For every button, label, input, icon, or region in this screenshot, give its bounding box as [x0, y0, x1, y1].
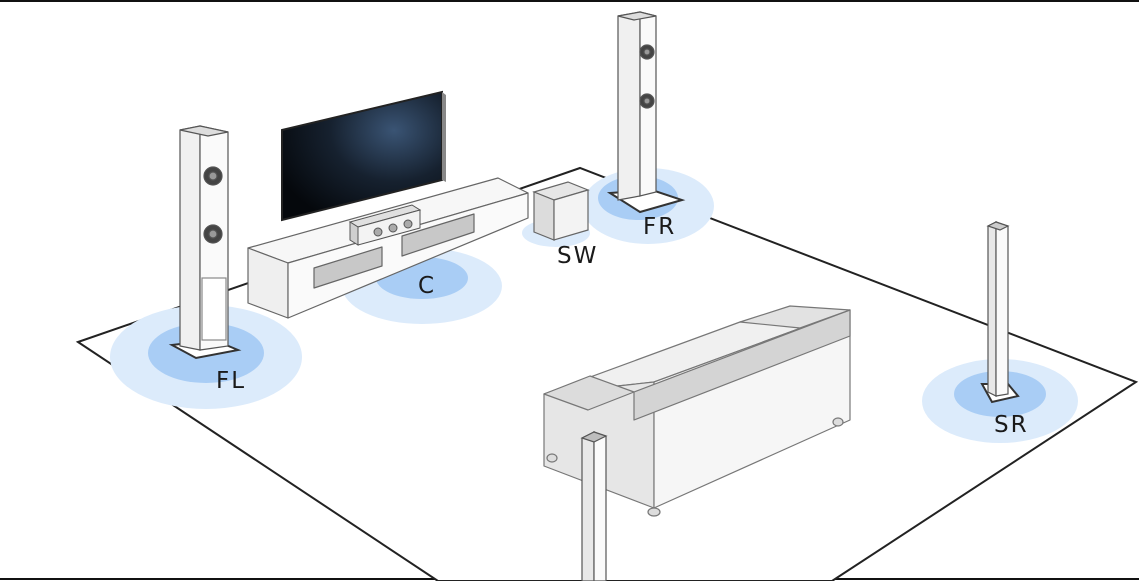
label-front-left: FL: [216, 368, 246, 394]
top-border: [0, 0, 1139, 2]
surround-left-speaker: [580, 431, 608, 581]
television: [281, 90, 446, 222]
center-speaker: [348, 204, 422, 246]
front-left-speaker: [168, 125, 242, 360]
subwoofer: [532, 181, 590, 241]
label-front-right: FR: [643, 214, 676, 240]
front-right-speaker: [606, 11, 686, 214]
sofa: [543, 305, 851, 517]
surround-right-speaker: [980, 221, 1020, 404]
label-subwoofer: SW: [557, 243, 598, 269]
label-surround-right: SR: [994, 412, 1029, 438]
label-center: C: [418, 273, 436, 299]
